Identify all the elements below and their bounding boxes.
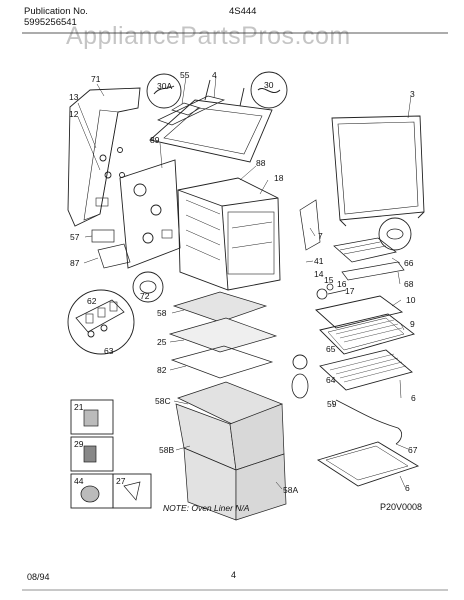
callout-30a: 30A — [157, 81, 173, 91]
callout-25: 25 — [157, 337, 167, 347]
callout-circle-5 — [378, 217, 412, 251]
cooktop-frame-4 — [149, 79, 273, 163]
callout-58b: 58B — [159, 445, 175, 455]
callout-27: 27 — [116, 476, 126, 486]
callout-7: 7 — [318, 231, 323, 241]
callout-58: 58 — [157, 308, 167, 318]
callout-58a: 58A — [283, 485, 299, 495]
callout-67: 67 — [408, 445, 418, 455]
callout-63: 63 — [104, 346, 114, 356]
callout-6-tray: 6 — [405, 483, 410, 493]
control-panel — [119, 159, 181, 269]
callout-29: 29 — [74, 439, 84, 449]
callout-12: 12 — [69, 109, 79, 119]
part-14 — [316, 288, 328, 300]
callout-68: 68 — [404, 279, 414, 289]
callout-15: 15 — [324, 275, 334, 285]
part-box-21 — [70, 399, 114, 435]
switch-57 — [91, 229, 115, 243]
broiler-pan-9 — [319, 313, 415, 355]
bake-element — [299, 199, 397, 263]
callout-41: 41 — [314, 256, 324, 266]
oven-rack-6 — [319, 349, 413, 391]
callout-13: 13 — [69, 92, 79, 102]
callout-9: 9 — [410, 319, 415, 329]
callout-circle-72 — [132, 271, 164, 303]
callout-89: 89 — [150, 135, 160, 145]
bracket-55 — [171, 102, 201, 116]
callout-64: 64 — [326, 375, 336, 385]
callout-21: 21 — [74, 402, 84, 412]
callout-circle-65 — [292, 354, 308, 370]
callout-18: 18 — [274, 173, 284, 183]
footer-date: 08/94 — [27, 572, 50, 582]
broiler-grate-10 — [315, 295, 404, 329]
publication-label: Publication No. — [24, 6, 88, 17]
part-box-27 — [112, 473, 152, 509]
callout-circle-30a — [146, 73, 182, 109]
callout-82: 82 — [157, 365, 167, 375]
oven-door-3 — [331, 115, 425, 227]
callout-6-rack: 6 — [411, 393, 416, 403]
page-number: 4 — [231, 570, 237, 580]
insulation-58 — [172, 291, 268, 323]
callout-72: 72 — [140, 291, 150, 301]
insulation-blanket — [175, 381, 287, 521]
figure-id: P20V0008 — [380, 502, 423, 512]
back-panel-71 — [67, 87, 141, 227]
model-number: 4S444 — [229, 6, 257, 17]
oven-body — [177, 177, 281, 291]
knob-panel-62 — [67, 289, 135, 355]
publication-number: 5995256541 — [24, 17, 77, 28]
switch-87 — [97, 243, 131, 269]
callout-55: 55 — [180, 70, 190, 80]
callout-3: 3 — [410, 89, 415, 99]
callout-71: 71 — [91, 74, 101, 84]
callout-30: 30 — [264, 80, 274, 90]
watermark: AppliancePartsPros.com — [66, 22, 351, 50]
callout-circle-30 — [250, 71, 288, 109]
callout-88: 88 — [256, 158, 266, 168]
part-15 — [326, 283, 334, 291]
callout-4: 4 — [212, 70, 217, 80]
callout-62: 62 — [87, 296, 97, 306]
callout-16: 16 — [337, 279, 347, 289]
panel-82 — [170, 345, 274, 379]
callout-14: 14 — [314, 269, 324, 279]
callout-44: 44 — [74, 476, 84, 486]
callout-17: 17 — [345, 286, 355, 296]
panel-25 — [168, 317, 278, 353]
callout-57: 57 — [70, 232, 80, 242]
callout-59: 59 — [327, 399, 337, 409]
callout-58c: 58C — [155, 396, 171, 406]
part-box-29 — [70, 436, 114, 472]
callout-10: 10 — [406, 295, 416, 305]
bottom-tray-8 — [316, 441, 420, 487]
wire-59 — [335, 399, 402, 445]
callout-87: 87 — [70, 258, 80, 268]
callout-66: 66 — [404, 258, 414, 268]
callout-65: 65 — [326, 344, 336, 354]
oven-liner-note: NOTE: Oven Liner N/A — [163, 503, 250, 513]
broil-element-68 — [341, 261, 405, 281]
